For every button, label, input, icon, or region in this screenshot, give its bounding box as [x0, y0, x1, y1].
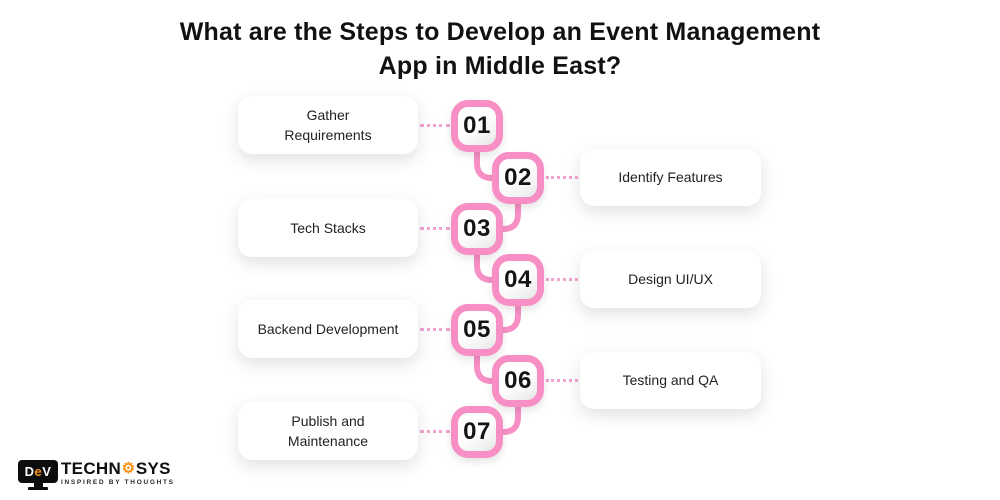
step-badge-01: 01 — [451, 100, 503, 152]
step-number: 05 — [463, 316, 491, 343]
logo-letter-d: D — [24, 464, 35, 479]
logo-letter-v: V — [42, 464, 52, 479]
connector-03-04 — [474, 244, 500, 283]
step-card-publish-and-maintenance: Publish and Maintenance — [238, 402, 418, 460]
monitor-base — [28, 487, 48, 490]
dotted-connector-step6 — [546, 379, 578, 382]
step-badge-03: 03 — [451, 203, 503, 255]
step-card-label: Design UI/UX — [628, 271, 713, 288]
step-card-label: Backend Development — [257, 320, 399, 337]
step-card-label: Publish and Maintenance — [287, 412, 369, 449]
step-number: 06 — [504, 367, 532, 394]
step-number: 02 — [504, 164, 532, 191]
step-number: 01 — [463, 112, 491, 139]
step-badge-05: 05 — [451, 304, 503, 356]
dotted-connector-step1 — [420, 124, 450, 127]
step-card-label: Identify Features — [618, 169, 723, 186]
step-card-label: Tech Stacks — [290, 219, 366, 236]
connector-06-07 — [495, 396, 521, 435]
step-card-label: Testing and QA — [622, 372, 719, 389]
connector-01-02 — [474, 142, 500, 181]
step-card-testing-and-qa: Testing and QA — [580, 352, 761, 409]
brand-name: TECHN⚙SYS — [61, 460, 175, 477]
step-number: 03 — [463, 215, 491, 242]
step-number: 04 — [504, 266, 532, 293]
step-number: 07 — [463, 418, 491, 445]
connector-02-03 — [495, 193, 521, 232]
page-title: What are the Steps to Develop an Event M… — [179, 18, 821, 80]
connector-05-06 — [474, 345, 500, 384]
step-badge-07: 07 — [451, 406, 503, 458]
connector-04-05 — [495, 295, 521, 333]
step-card-gather-requirements: Gather Requirements — [238, 96, 418, 154]
gear-icon: ⚙ — [121, 460, 136, 477]
brand-tagline: INSPIRED BY THOUGHTS — [61, 479, 175, 486]
step-badge-04: 04 — [492, 254, 544, 306]
dotted-connector-step7 — [420, 430, 450, 433]
step-card-design-ui-ux: Design UI/UX — [580, 251, 761, 308]
step-card-backend-development: Backend Development — [238, 300, 418, 358]
dotted-connector-step2 — [546, 176, 578, 179]
step-card-identify-features: Identify Features — [580, 149, 761, 206]
brand-part2: SYS — [135, 459, 171, 478]
brand-part1: TECHN — [61, 459, 122, 478]
dotted-connector-step5 — [420, 328, 450, 331]
step-card-label: Gather Requirements — [284, 106, 372, 143]
monitor-stand — [33, 483, 43, 487]
dotted-connector-step4 — [546, 278, 578, 281]
step-card-tech-stacks: Tech Stacks — [238, 199, 418, 257]
dotted-connector-step3 — [420, 227, 450, 230]
logo-letter-e: e — [34, 464, 43, 479]
brand-text-block: TECHN⚙SYS INSPIRED BY THOUGHTS — [61, 460, 175, 486]
step-badge-06: 06 — [492, 355, 544, 407]
step-badge-02: 02 — [492, 152, 544, 204]
